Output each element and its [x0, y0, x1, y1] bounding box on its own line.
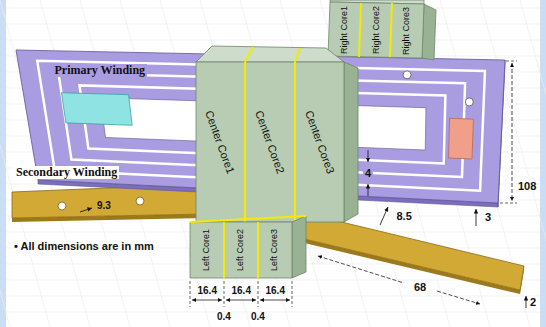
dimension-label: 2: [530, 296, 536, 308]
dimension-label: 9.3: [97, 200, 111, 211]
core-gap: [359, 3, 361, 57]
dimension-line: [437, 291, 480, 304]
dimension-arrow: [526, 296, 527, 308]
core-gap: [295, 48, 300, 62]
core-gap: [294, 62, 296, 222]
dimension-line: [192, 300, 222, 301]
primary-terminal: [61, 93, 132, 126]
dimension-label: 4: [363, 167, 373, 179]
core-side: [292, 216, 306, 278]
core-gap: [190, 216, 306, 222]
dimension-label: 0.4: [251, 311, 265, 322]
grid-line: [6, 296, 540, 297]
drawing-ground: [6, 0, 540, 327]
note-text: • All dimensions are in mm: [14, 240, 154, 252]
terminal-pad: [449, 118, 474, 159]
dimension-label: 0.4: [217, 311, 231, 322]
core-label: Right Core2: [372, 6, 382, 54]
dimension-label: 8.5: [397, 210, 412, 222]
dimension-label: 16.4: [198, 285, 217, 296]
core-label: Left Core2: [236, 229, 246, 271]
extension-line: [506, 61, 517, 62]
left-core: [190, 222, 292, 278]
mounting-hole: [58, 202, 66, 210]
grid-line: [6, 8, 540, 9]
winding-label: Secondary Winding: [14, 166, 119, 179]
core-side: [344, 62, 358, 222]
core-gap: [390, 3, 392, 57]
dimension-line: [226, 300, 256, 301]
core-label: Center Core1: [203, 109, 237, 175]
extension-line: [258, 281, 259, 307]
dimension-label: 16.4: [266, 285, 285, 296]
dimension-label: 108: [518, 180, 536, 192]
core-side: [422, 4, 436, 60]
core-label: Left Core3: [270, 229, 280, 271]
dimension-arrow: [380, 207, 388, 225]
core-top: [196, 46, 344, 62]
via-hole: [403, 71, 411, 79]
dimension-arrow: [368, 184, 369, 196]
core-label: Left Core1: [202, 229, 212, 271]
dimension-line: [512, 63, 513, 201]
grid-line: [6, 24, 540, 25]
center-core: [196, 62, 344, 222]
core-gap: [244, 62, 246, 222]
grid-line: [520, 0, 546, 327]
via-hole: [465, 98, 473, 106]
dimension-label: 3: [485, 211, 491, 223]
grid-line: [6, 40, 540, 41]
winding-label: Primary Winding: [53, 64, 148, 77]
core-label: Center Core2: [253, 109, 287, 175]
dimension-label: 68: [414, 281, 426, 293]
core-label: Center Core3: [303, 109, 337, 175]
core-label: Right Core3: [402, 7, 412, 55]
core-label: Right Core1: [340, 6, 350, 54]
extension-line: [190, 281, 191, 307]
extension-line: [292, 281, 293, 307]
dimension-line: [260, 300, 290, 301]
right-core: [328, 2, 424, 58]
dimension-label: 16.4: [232, 285, 251, 296]
dimension-line: [318, 256, 404, 283]
core-gap: [245, 47, 253, 62]
mounting-hole: [136, 197, 144, 205]
extension-line: [500, 203, 517, 204]
core-gap: [223, 222, 225, 278]
dimension-arrow: [80, 208, 92, 212]
core-stack: [190, 0, 436, 278]
dimension-lines: [80, 61, 526, 308]
dimension-arrow: [476, 209, 477, 226]
extension-line: [224, 281, 225, 307]
dimension-arrow: [368, 150, 369, 162]
core-gap: [257, 222, 259, 278]
